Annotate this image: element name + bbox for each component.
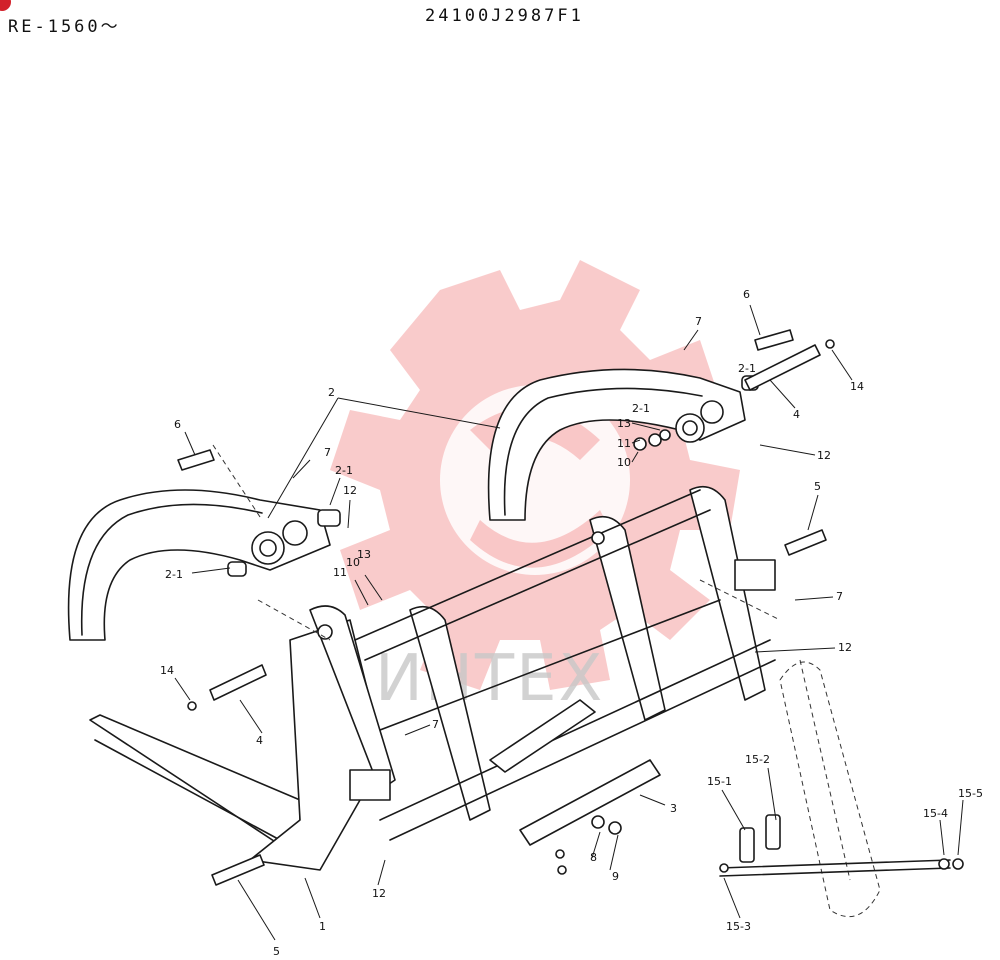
callout-12-bottom: 12 [372,887,386,900]
callout-15-2: 15-2 [745,753,770,766]
callout-6-right: 6 [743,288,750,301]
callout-1: 1 [319,920,326,933]
callout-15-1: 15-1 [707,775,732,788]
callout-2-1-left-top: 2-1 [335,464,353,477]
callout-5-right: 5 [814,480,821,493]
callout-2-1-right-low: 2-1 [632,402,650,415]
callout-8: 8 [590,851,597,864]
callout-14-right: 14 [850,380,864,393]
callout-4-left: 4 [256,734,263,747]
callout-13-left: 13 [357,548,371,561]
callout-11-left: 11 [333,566,347,579]
leader-lines [174,304,964,941]
callout-2: 2 [328,386,335,399]
callout-7-right: 7 [836,590,843,603]
callout-13-right: 13 [617,417,631,430]
hydraulic-rod [489,699,661,875]
callout-14-left: 14 [160,664,174,677]
corner-badge [0,0,11,11]
callout-5-left: 5 [273,945,280,958]
pins [177,329,835,886]
callout-12-right-top: 12 [817,449,831,462]
callout-7-mid: 7 [432,718,439,731]
callout-9: 9 [612,870,619,883]
callout-labels: 6 7 2-1 12 2 2-1 11 10 13 14 4 7 5 1 12 … [160,288,983,958]
watermark-text: ИНТЕХ [375,642,604,716]
linkage-15 [719,814,964,877]
callout-15-5: 15-5 [958,787,983,800]
callout-2-1-right-top: 2-1 [738,362,756,375]
callout-11-right: 11 [617,437,631,450]
main-frame [89,485,776,871]
callout-10-right: 10 [617,456,631,469]
serial-range: RE-1560〜 [8,17,121,37]
left-arm-assembly [67,489,341,641]
callout-12-left-top: 12 [343,484,357,497]
watermark-gear-logo [330,260,740,690]
callout-2-1-left-low: 2-1 [165,568,183,581]
callout-7-right-top: 7 [695,315,702,328]
callout-7-left: 7 [324,446,331,459]
callout-4-right: 4 [793,408,800,421]
callout-15-4: 15-4 [923,807,948,820]
callout-10-left: 10 [346,556,360,569]
tilt-cylinder-outline [779,659,881,918]
callout-3: 3 [670,802,677,815]
part-number: 24100J2987F1 [425,6,584,26]
callout-6-left: 6 [174,418,181,431]
callout-15-3: 15-3 [726,920,751,933]
callout-12-right-mid: 12 [838,641,852,654]
